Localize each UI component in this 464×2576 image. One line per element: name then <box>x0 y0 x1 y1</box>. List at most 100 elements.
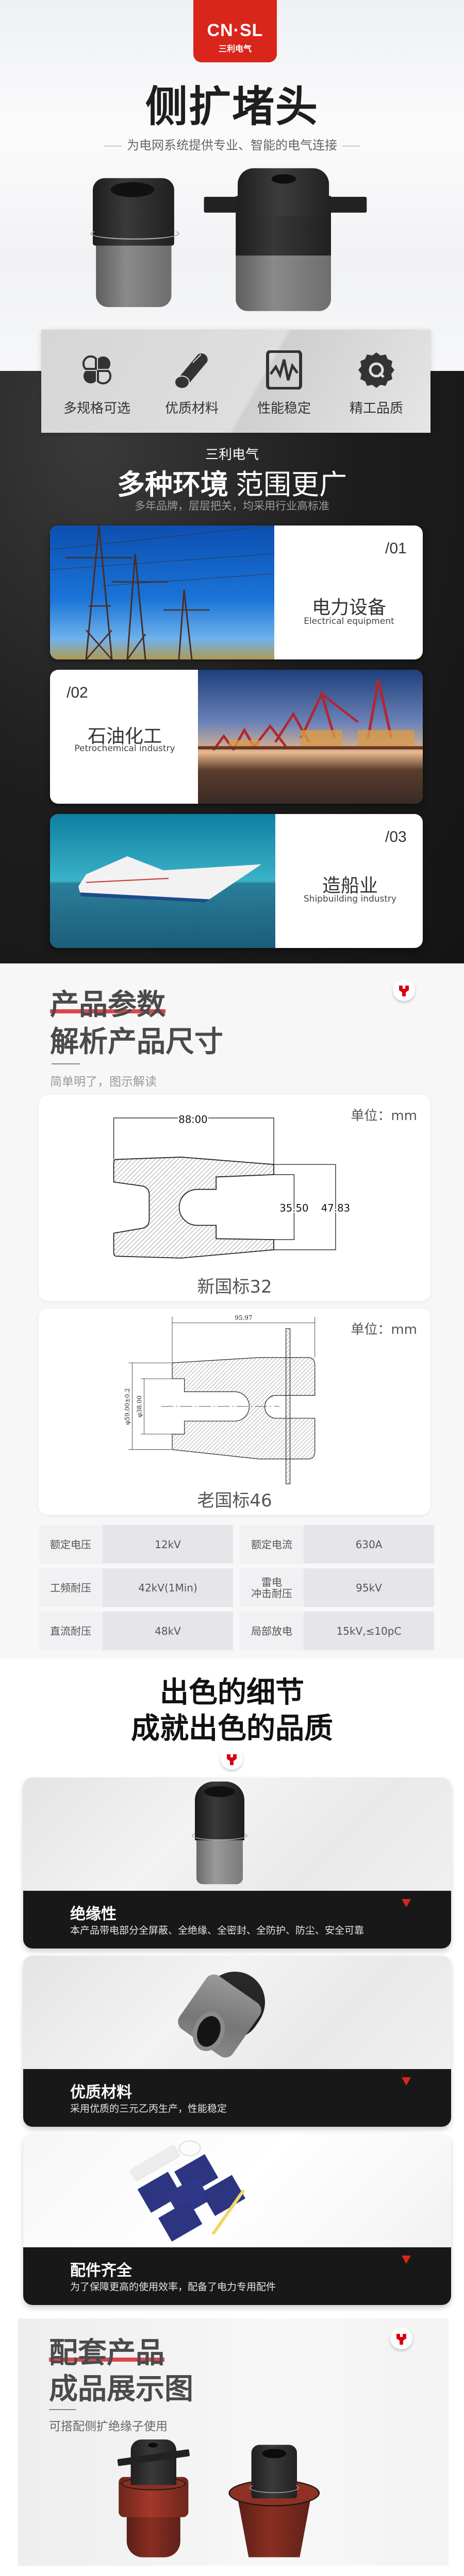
environments-heading: 多种环境范围更广 <box>0 462 464 502</box>
title-underline <box>49 2358 164 2362</box>
feature-label: 优质材料 <box>164 401 219 416</box>
detail-caption: 配件齐全 为了保障更高的使用效率，配备了电力专用配件 <box>23 2247 451 2305</box>
feature-multi-spec: 多规格可选 <box>58 350 136 417</box>
dimension-outer: 47.83 <box>321 1202 350 1214</box>
feature-label: 精工品质 <box>349 401 403 416</box>
triangle-marker-icon <box>402 2256 411 2264</box>
card-title-cn: 石油化工 <box>87 726 162 747</box>
environment-card-shipbuilding: /03 造船业 Shipbuilding industry <box>50 814 423 948</box>
logo-text-cn: 三利电气 <box>218 44 252 54</box>
detail-description: 本产品带电部分全屏蔽、全绝缘、全密封、全防护、防尘、安全可靠 <box>70 1925 364 1936</box>
params-caption: 简单明了，图示解读 <box>50 1075 157 1089</box>
technical-drawing-new-32: 88.00 35.50 47.83 <box>113 1112 351 1259</box>
cruise-ship-image <box>50 814 275 948</box>
spec-value: 630A <box>304 1525 434 1564</box>
product-image-small-plug <box>90 170 179 309</box>
unit-label: 单位：mm <box>351 1108 417 1124</box>
matching-products <box>116 2439 343 2558</box>
cylinder-icon <box>174 353 208 389</box>
brand-logo: CN·SL 三利电气 <box>193 0 277 62</box>
card-number: /03 <box>385 828 407 845</box>
section-brand-label: 三利电气 <box>205 447 259 463</box>
dimension-width: 88.00 <box>178 1114 207 1126</box>
detail-card-material: 优质材料 采用优质的三元乙丙生产，性能稳定 <box>23 1956 451 2127</box>
waveform-icon <box>266 350 302 390</box>
hero-section: CN·SL 三利电气 侧扩堵头 为电网系统提供专业、智能的电气连接 <box>0 0 464 371</box>
product-photo-insulator-1 <box>116 2439 196 2557</box>
product-photo-tilted <box>23 1956 451 2069</box>
drawing-caption: 老国标46 <box>197 1490 272 1511</box>
card-title-en: Electrical equipment <box>304 616 394 626</box>
spec-label: 额定电压 <box>39 1525 103 1564</box>
details-heading-2: 成就出色的品质 <box>131 1712 333 1745</box>
technical-drawing-old-46: 95.97 φ59.00±0.2 φ38.00 <box>124 1314 316 1484</box>
transmission-tower-image <box>50 526 275 659</box>
environment-card-petrochemical: /02 石油化工 Petrochemical industry <box>50 670 423 804</box>
card-title-cn: 造船业 <box>322 875 378 896</box>
matching-title-text: 配套产品 <box>49 2336 164 2370</box>
matching-products-section: 配套产品 成品展示图 可搭配侧扩绝缘子使用 <box>18 2318 449 2566</box>
spec-label: 直流耐压 <box>39 1612 103 1650</box>
environment-card-electrical: /01 电力设备 Electrical equipment <box>50 526 423 659</box>
spec-label: 工频耐压 <box>39 1568 103 1607</box>
card-title-en: Petrochemical industry <box>74 743 175 754</box>
product-photo-insulator-2 <box>228 2445 320 2558</box>
spec-value: 15kV,≤10pC <box>304 1612 434 1650</box>
heading-light: 范围更广 <box>236 468 347 501</box>
feature-fine-craft: 精工品质 <box>338 350 415 417</box>
dimension-inner: 35.50 <box>279 1202 308 1214</box>
spec-row: 工频耐压 42kV(1Min) 雷电 冲击耐压 95kV <box>39 1568 434 1607</box>
brand-badge-icon <box>390 2327 412 2349</box>
drawing-caption: 新国标32 <box>197 1277 272 1297</box>
spec-value: 48kV <box>103 1612 233 1650</box>
spec-value: 95kV <box>304 1568 434 1607</box>
matching-title: 配套产品 <box>49 2330 164 2371</box>
spec-value: 12kV <box>103 1525 233 1564</box>
spec-label: 额定电流 <box>240 1525 304 1564</box>
heading-bold: 多种环境 <box>117 468 228 501</box>
brand-badge-icon <box>393 979 415 1001</box>
triangle-marker-icon <box>402 2077 411 2086</box>
details-heading-1: 出色的细节 <box>160 1676 304 1709</box>
spec-row: 直流耐压 48kV 局部放电 15kV,≤10pC <box>39 1612 434 1650</box>
card-number: /02 <box>67 684 88 701</box>
triangle-marker-icon <box>402 1899 411 1907</box>
detail-title: 绝缘性 <box>70 1905 117 1923</box>
oil-platform-image <box>198 670 423 804</box>
detail-title: 优质材料 <box>70 2083 132 2102</box>
hero-products <box>90 162 371 317</box>
spec-row: 额定电压 12kV 额定电流 630A <box>39 1525 434 1564</box>
hero-subtitle-text: 为电网系统提供专业、智能的电气连接 <box>127 138 337 152</box>
environments-subheading: 多年品牌，层层把关，均采用行业高标准 <box>135 500 329 512</box>
feature-label: 多规格可选 <box>63 401 130 416</box>
dimension-outer-diameter: φ59.00±0.2 <box>124 1388 131 1425</box>
card-number: /01 <box>385 540 407 557</box>
feature-stable-performance: 性能稳定 <box>245 350 323 417</box>
detail-card-accessories: 配件齐全 为了保障更高的使用效率，配备了电力专用配件 <box>23 2134 451 2305</box>
detail-caption: 绝缘性 本产品带电部分全屏蔽、全绝缘、全密封、全防护、防尘、安全可靠 <box>23 1891 451 1948</box>
detail-title: 配件齐全 <box>70 2262 132 2280</box>
hero-subtitle: 为电网系统提供专业、智能的电气连接 <box>0 135 464 153</box>
product-image-large-plug <box>204 168 367 313</box>
matching-subtitle-heading: 成品展示图 <box>49 2372 193 2406</box>
detail-description: 为了保障更高的使用效率，配备了电力专用配件 <box>70 2281 276 2293</box>
brand-badge-icon <box>221 1748 243 1770</box>
title-underline <box>50 1009 165 1013</box>
unit-label: 单位：mm <box>351 1322 417 1337</box>
card-title-en: Shipbuilding industry <box>303 894 397 904</box>
feature-label: 性能稳定 <box>257 401 311 416</box>
card-title-cn: 电力设备 <box>311 597 386 618</box>
product-photo-upright <box>23 1777 451 1891</box>
drawing-card-old-46: 单位：mm 95.97 φ59.00±0.2 φ38.00 老国标46 <box>39 1309 430 1515</box>
params-title-text: 产品参数 <box>50 988 165 1022</box>
gear-q-icon <box>358 352 394 388</box>
accessories-photo <box>23 2134 451 2247</box>
dimension-length: 95.97 <box>235 1314 252 1321</box>
spec-value: 42kV(1Min) <box>103 1568 233 1607</box>
spec-label: 雷电 冲击耐压 <box>240 1568 304 1607</box>
clover-icon <box>82 355 112 385</box>
dimension-inner-diameter: φ38.00 <box>136 1396 143 1417</box>
params-subtitle-heading: 解析产品尺寸 <box>50 1025 223 1059</box>
features-panel: 多规格可选 优质材料 性能稳定 精工品质 <box>41 330 430 433</box>
detail-caption: 优质材料 采用优质的三元乙丙生产，性能稳定 <box>23 2069 451 2127</box>
